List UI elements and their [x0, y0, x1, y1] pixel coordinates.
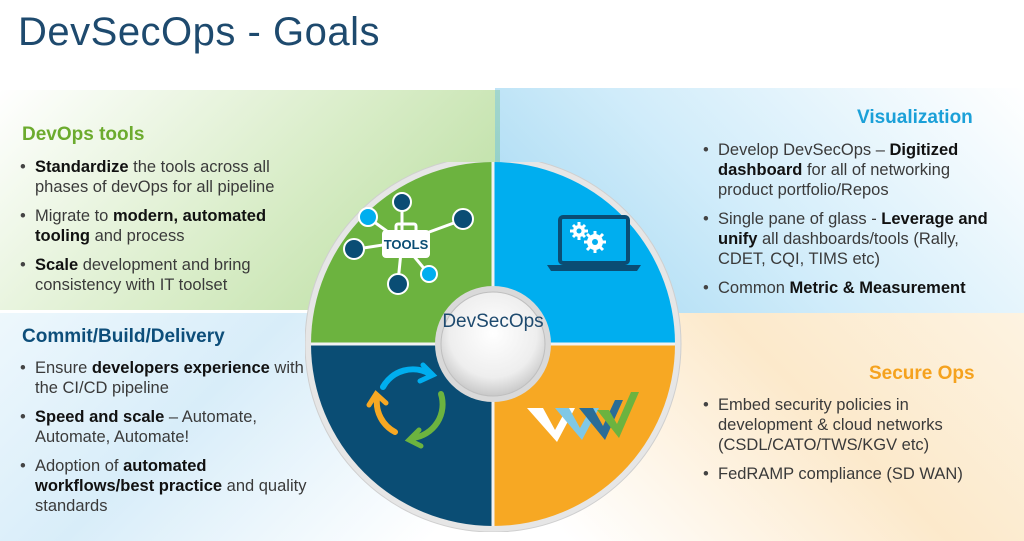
bullet-item: Develop DevSecOps – Digitized dashboard … [703, 140, 993, 200]
checkmarks-logo-icon [527, 392, 639, 442]
bullet-item: Migrate to modern, automated tooling and… [20, 206, 310, 246]
bullet-item: FedRAMP compliance (SD WAN) [703, 464, 1003, 484]
bullet-item: Scale development and bring consistency … [20, 255, 310, 295]
secure-ops-heading: Secure Ops [869, 363, 975, 384]
center-label: DevSecOps [442, 311, 543, 332]
commit-build-delivery-heading: Commit/Build/Delivery [22, 326, 225, 347]
bullet-item: Ensure developers experience with the CI… [20, 358, 320, 398]
laptop-gears-icon [547, 215, 641, 271]
center-circle [440, 291, 546, 397]
bullet-item: Embed security policies in development &… [703, 395, 1003, 455]
page-title: DevSecOps - Goals [18, 10, 380, 54]
bullet-item: Single pane of glass - Leverage and unif… [703, 209, 993, 269]
bullet-item: Speed and scale – Automate, Automate, Au… [20, 407, 320, 447]
secure-ops-list: Embed security policies in development &… [703, 395, 1003, 493]
devops-tools-list: Standardize the tools across all phases … [20, 157, 310, 304]
visualization-heading: Visualization [857, 107, 973, 128]
bullet-item: Adoption of automated workflows/best pra… [20, 456, 320, 516]
cycle-arrows-icon [366, 362, 446, 449]
bullet-item: Standardize the tools across all phases … [20, 157, 310, 197]
devops-tools-heading: DevOps tools [22, 124, 145, 145]
bullet-item: Common Metric & Measurement [703, 278, 993, 298]
devsecops-wheel: TOOLS DevSecOps [305, 162, 682, 532]
commit-build-delivery-list: Ensure developers experience with the CI… [20, 358, 320, 525]
visualization-list: Develop DevSecOps – Digitized dashboard … [703, 140, 993, 307]
tools-badge-label: TOOLS [384, 237, 429, 252]
tools-hub-icon: TOOLS [343, 192, 474, 295]
